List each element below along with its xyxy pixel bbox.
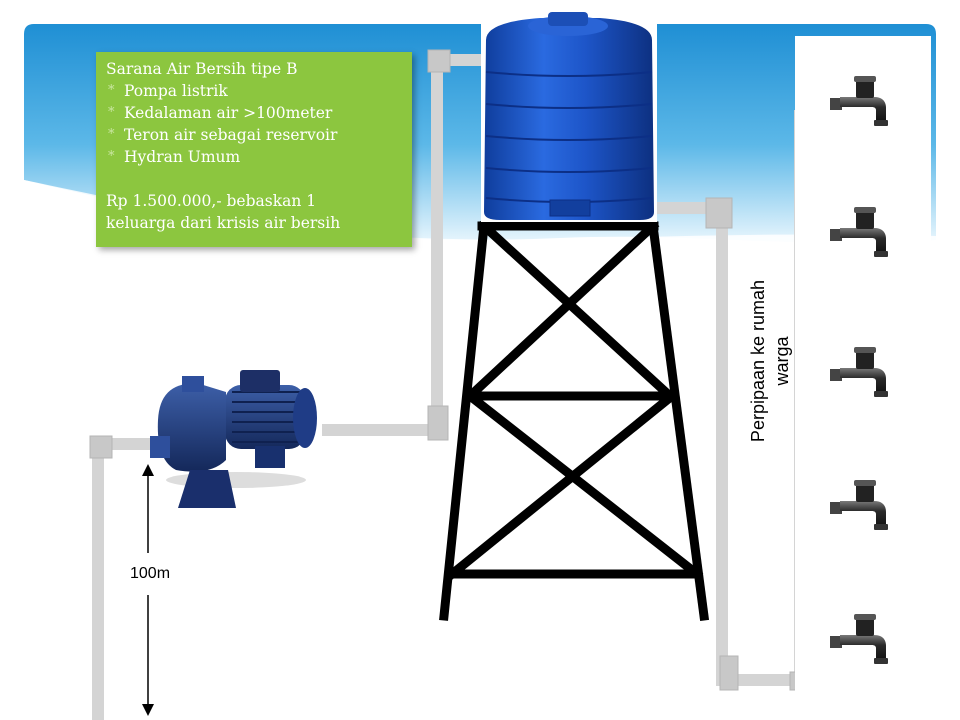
pipe-fittings xyxy=(89,49,809,691)
info-price-line-1: Rp 1.500.000,- bebaskan 1 xyxy=(106,192,317,210)
info-box: Sarana Air Bersih tipe B *Pompa listrik … xyxy=(96,52,412,247)
pump-to-tank-pipe xyxy=(320,54,490,436)
water-tank xyxy=(481,8,657,222)
info-item: *Hydran Umum xyxy=(108,148,241,166)
pipe-label-line-1: Perpipaan ke rumah xyxy=(748,279,768,443)
bullet-icon: * xyxy=(108,149,115,164)
info-title: Sarana Air Bersih tipe B xyxy=(106,60,298,78)
water-taps xyxy=(810,64,910,664)
info-item: *Kedalaman air >100meter xyxy=(108,104,333,122)
info-item: *Teron air sebagai reservoir xyxy=(108,126,338,144)
bullet-icon: * xyxy=(108,127,115,142)
pipe-label: Perpipaan ke rumah warga xyxy=(746,221,794,501)
info-list: *Pompa listrik *Kedalaman air >100meter … xyxy=(106,80,402,168)
pipe-label-line-2: warga xyxy=(772,336,792,386)
bullet-icon: * xyxy=(108,83,115,98)
depth-label: 100m xyxy=(128,565,173,583)
electric-pump xyxy=(150,352,322,524)
depth-arrow xyxy=(142,464,154,716)
info-price-line-2: keluarga dari krisis air bersih xyxy=(106,214,341,232)
bullet-icon: * xyxy=(108,105,115,120)
info-item: *Pompa listrik xyxy=(108,82,228,100)
tower-stand xyxy=(439,219,710,622)
tank-to-distribution-pipe xyxy=(648,202,800,686)
